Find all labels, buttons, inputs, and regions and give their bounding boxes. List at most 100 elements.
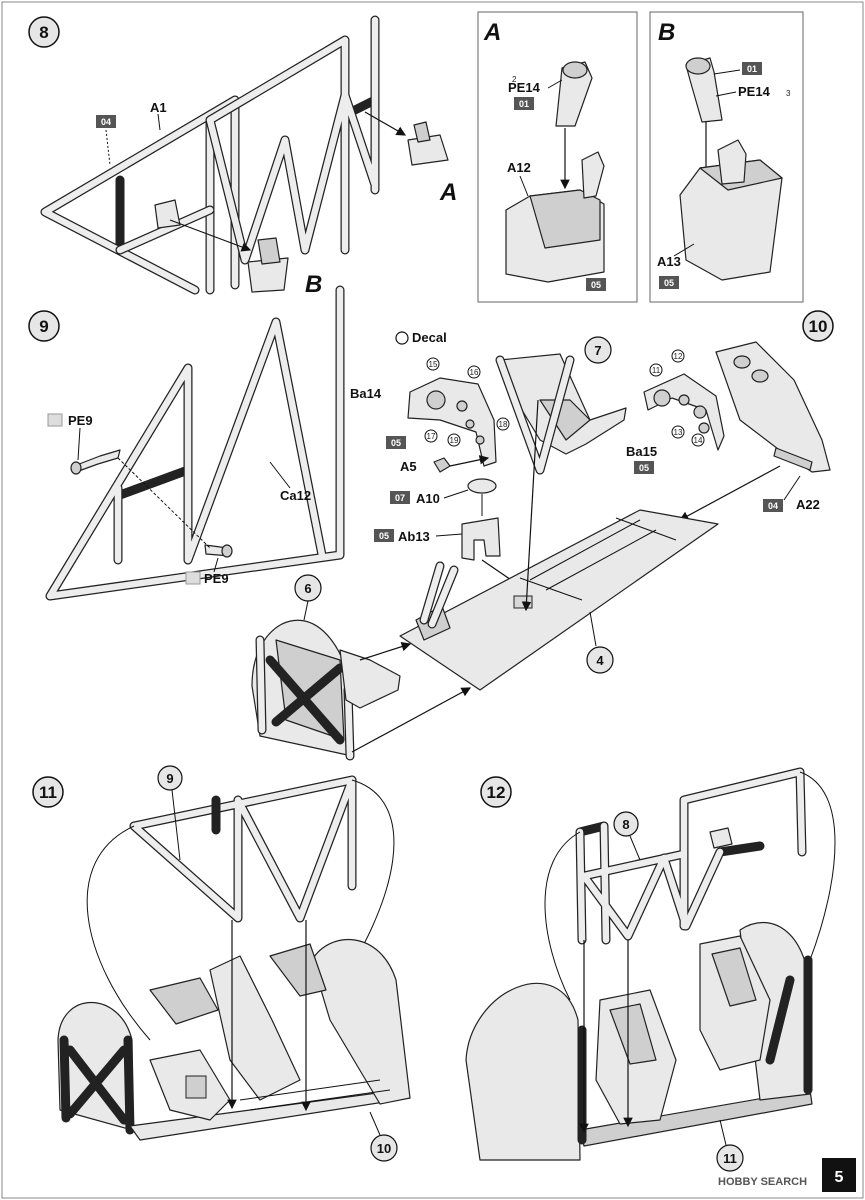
color-code-a12: 05	[591, 280, 601, 290]
subassembly-badge	[370, 1134, 398, 1162]
fuselage-complete	[465, 921, 813, 1161]
pe14-index-b: 3	[786, 89, 791, 98]
seat-7	[495, 353, 627, 475]
detail-a-title: A	[483, 19, 501, 46]
decal-markers-ba14: 15 16 17 18 19	[424, 357, 510, 447]
subassembly-8: 8	[622, 817, 629, 832]
label-pe9-bottom: PE9	[204, 571, 229, 586]
subassembly-7: 7	[594, 343, 601, 358]
fuselage-section	[57, 938, 411, 1141]
step-number-badge	[28, 310, 60, 342]
subassembly-badge	[613, 811, 639, 837]
photo-etch-icon	[185, 571, 201, 585]
color-box-05	[586, 278, 606, 291]
part-a10	[467, 478, 497, 494]
decal-16: 16	[470, 368, 479, 377]
label-a13: A13	[657, 254, 681, 269]
instrument-panel-ba14	[407, 377, 497, 467]
color-box-05-b	[659, 276, 679, 289]
subassembly-badge	[157, 765, 183, 791]
color-box-01	[514, 97, 534, 110]
decal-18: 18	[499, 420, 508, 429]
color-code-ab13: 05	[379, 531, 389, 541]
throttle-part-b	[154, 199, 289, 293]
label-a12: A12	[507, 160, 531, 175]
label-ca12: Ca12	[280, 488, 311, 503]
decal-19: 19	[450, 436, 459, 445]
detail-b: B 01 PE14 3 A13 05	[649, 11, 804, 303]
label-ab13: Ab13	[398, 529, 430, 544]
subassembly-9: 9	[166, 771, 173, 786]
decal-12: 12	[674, 352, 683, 361]
panel-ba15	[643, 373, 725, 451]
step-12: 12 8 11	[465, 767, 836, 1172]
frame-ca12	[45, 285, 345, 601]
decal-11: 11	[652, 366, 661, 375]
color-box-07	[390, 491, 410, 504]
color-code-a10: 07	[395, 493, 405, 503]
label-pe14-a: PE14	[508, 80, 541, 95]
bulkhead-a22	[715, 341, 831, 473]
step-number-badge	[28, 16, 60, 48]
page-number-box	[822, 1158, 856, 1192]
color-code-pe14-a: 01	[519, 99, 529, 109]
step-number: 9	[39, 317, 48, 336]
decal-markers-ba15: 11 12 13 14	[649, 349, 705, 447]
subassembly-badge	[586, 646, 614, 674]
decal-17: 17	[427, 432, 436, 441]
color-code-ba15: 05	[639, 463, 649, 473]
throttle-part-a	[364, 111, 449, 166]
color-box-05-ab13	[374, 529, 394, 542]
frame-from-step-8	[575, 767, 807, 945]
decal-13: 13	[674, 428, 683, 437]
step-8: 8 A B A1 04	[28, 15, 457, 298]
label-a22: A22	[796, 497, 820, 512]
callout-a: A	[439, 179, 457, 206]
label-a1: A1	[150, 100, 167, 115]
color-code-a22: 04	[768, 501, 778, 511]
color-box-01-b	[742, 62, 762, 75]
knob-a5	[433, 457, 451, 473]
step-number: 8	[39, 23, 48, 42]
subassembly-badge	[584, 336, 612, 364]
color-code-pe14-b: 01	[747, 64, 757, 74]
label-a10: A10	[416, 491, 440, 506]
color-box-05-ba15	[634, 461, 654, 474]
callout-b: B	[305, 271, 322, 298]
subassembly-11: 11	[723, 1151, 737, 1166]
color-code-a13: 05	[664, 278, 674, 288]
step-number-badge	[802, 310, 834, 342]
label-ba15: Ba15	[626, 444, 657, 459]
part-ab13	[461, 517, 501, 561]
color-code-a1: 04	[101, 117, 111, 127]
subassembly-10: 10	[377, 1141, 391, 1156]
step-11: 11 9 10	[32, 765, 411, 1162]
step-10: 10 Decal 15 16 17 18 19 Ba14 05 A5	[251, 310, 834, 761]
decal-legend-icon	[395, 331, 409, 345]
frame-from-step-9	[129, 775, 357, 923]
decal-14: 14	[694, 436, 703, 445]
color-code-ba14: 05	[391, 438, 401, 448]
photo-etch-icon	[47, 413, 63, 427]
label-ba14: Ba14	[350, 386, 382, 401]
color-box-05	[386, 436, 406, 449]
step-number: 12	[487, 783, 506, 802]
frame-6	[251, 619, 401, 761]
pin-pe9-bottom	[204, 544, 233, 558]
step-9: 9 PE9 PE9 Ca12	[28, 285, 345, 601]
subassembly-6: 6	[304, 581, 311, 596]
floor-4	[399, 509, 719, 691]
label-pe14-b: PE14	[738, 84, 771, 99]
color-box-04	[96, 115, 116, 128]
footer-watermark: HOBBY SEARCH	[718, 1176, 807, 1188]
step-number: 11	[39, 783, 57, 802]
decal-legend: Decal	[412, 330, 447, 345]
decal-15: 15	[429, 360, 438, 369]
detail-a: A 2 PE14 01 A12 05	[477, 11, 638, 303]
step-number-badge	[32, 776, 64, 808]
pe14-index: 2	[512, 75, 517, 84]
color-box-04	[763, 499, 783, 512]
